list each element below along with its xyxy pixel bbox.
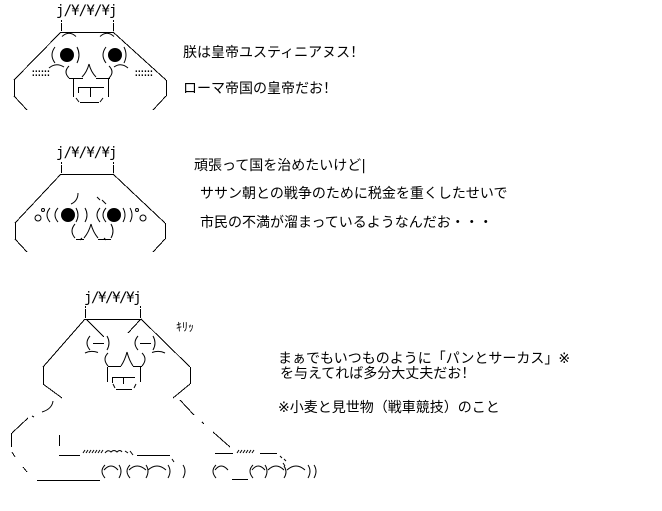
figure-2-trembling-eyes	[34, 207, 147, 223]
figure-3-crown: j/¥/¥/¥j	[84, 290, 142, 306]
chariot-left-wheels	[101, 464, 186, 479]
chariot-right-wheels	[212, 462, 317, 479]
chariot-left	[37, 435, 186, 481]
figure-2-face-outline	[14, 162, 166, 253]
figure-3-body	[11, 399, 231, 473]
chariot-right	[212, 449, 317, 480]
figure-1-eyebrows	[61, 32, 115, 37]
figure-3-face-outline	[42, 306, 191, 399]
figure-3-nose-cheeks	[104, 351, 146, 367]
figure-3-tongue-mouth	[107, 367, 141, 390]
figure-2-crown: j/¥/¥/¥j	[56, 145, 117, 161]
figure-1-face-outline	[13, 20, 167, 111]
figure-2-eyebrows	[70, 192, 107, 205]
dialogue-line: まぁでもいつものように「パンとサーカス」※	[278, 351, 571, 367]
figure-3-closed-eyes	[84, 335, 166, 354]
figure-1-open-eyes	[51, 46, 127, 64]
figure-1-crown: j/¥/¥/¥j	[56, 3, 117, 19]
dialogue-line: 市民の不満が溜まっているようなんだお・・・	[200, 215, 493, 231]
dialogue-line: を与えてれば多分大丈夫だお！	[280, 366, 476, 382]
figure-1-blush-right: ::::::	[133, 66, 155, 79]
figure-1-tongue-mouth	[73, 79, 109, 103]
dialogue-line: 頑張って国を治めたいけど|	[194, 158, 367, 174]
footnote: ※小麦と見世物（戦車競技）のこと	[278, 400, 500, 416]
dialogue-line: 朕は皇帝ユスティニアヌス！	[183, 45, 365, 61]
figure-2-mouth	[71, 223, 114, 241]
figure-3-sound-effect: ｷﾘｯ	[176, 320, 195, 334]
figure-1-blush-left: ::::::	[30, 66, 52, 79]
figure-1-nose-cheeks	[48, 63, 129, 79]
dialogue-line: ローマ帝国の皇帝だお！	[183, 81, 337, 97]
dialogue-line: ササン朝との戦争のために税金を重くしたせいで	[200, 186, 508, 202]
